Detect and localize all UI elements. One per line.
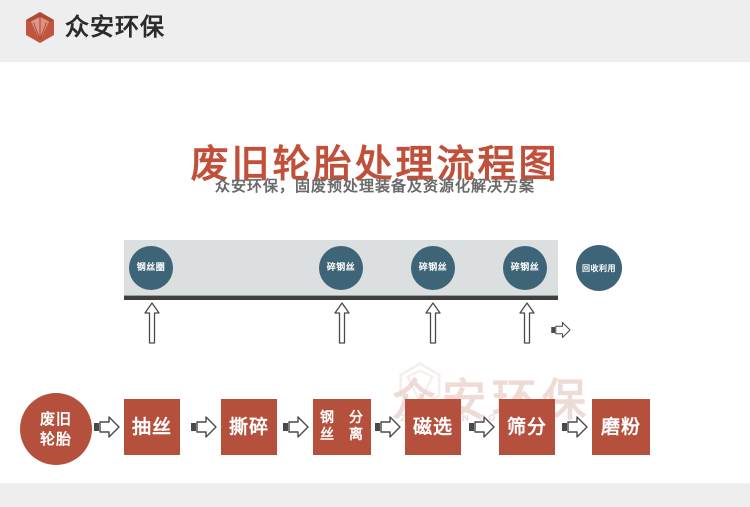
- brand-lockup: 众安环保: [24, 11, 165, 44]
- arrow-up-icon: [425, 302, 441, 344]
- process-step-label: 撕碎: [228, 415, 269, 438]
- process-step-label: 分离: [349, 410, 364, 443]
- arrow-right-icon: [562, 415, 588, 439]
- slide-canvas: 众安环保 ZHONGAN CO.,LTD 废旧轮胎处理流程图 众安环保，固废预处…: [0, 62, 750, 483]
- process-step-box-5[interactable]: 筛分: [499, 399, 555, 455]
- app-header-band: 众安环保: [0, 0, 750, 62]
- recovery-circle-1[interactable]: 钢丝圈: [129, 246, 173, 290]
- recovery-circle-label: 碎钢丝: [418, 262, 448, 273]
- process-step-label: 磁选: [412, 415, 453, 438]
- process-step-label: 抽丝: [131, 415, 172, 438]
- arrow-right-icon: [94, 415, 120, 439]
- process-start-waste-tire[interactable]: 废旧 轮胎: [20, 393, 92, 465]
- arrow-right-icon: [469, 415, 495, 439]
- arrow-right-icon: [191, 415, 217, 439]
- arrow-right-icon: [283, 415, 309, 439]
- arrow-up-icon: [334, 302, 350, 344]
- process-step-label: 筛分: [506, 415, 547, 438]
- process-step-box-2[interactable]: 撕碎: [221, 399, 277, 455]
- arrow-right-icon: [551, 321, 571, 339]
- brand-name: 众安环保: [65, 13, 165, 41]
- page-subtitle: 众安环保，固废预处理装备及资源化解决方案: [214, 177, 535, 195]
- process-step-box-4[interactable]: 磁选: [405, 399, 461, 455]
- recovery-circle-label: 钢丝圈: [136, 262, 166, 273]
- process-step-label: 磨粉: [600, 415, 641, 438]
- page-title: 废旧轮胎处理流程图: [190, 142, 560, 186]
- process-step-label: 钢丝: [320, 410, 335, 443]
- arrow-right-icon: [375, 415, 401, 439]
- recovery-band-rule: [124, 295, 558, 300]
- recovery-circle-label: 碎钢丝: [510, 262, 540, 273]
- process-start-label-line2: 轮胎: [39, 430, 72, 448]
- arrow-up-icon: [519, 302, 535, 344]
- recovery-circle-label: 碎钢丝: [326, 262, 356, 273]
- process-start-label-line1: 废旧: [39, 410, 72, 428]
- recovery-output-label: 回收利用: [582, 263, 616, 273]
- arrow-up-icon: [144, 302, 160, 344]
- process-step-box-6[interactable]: 磨粉: [592, 399, 650, 455]
- process-step-box-3[interactable]: 钢丝分离: [313, 399, 371, 455]
- recovery-circle-4[interactable]: 碎钢丝: [503, 246, 547, 290]
- recovery-circle-2[interactable]: 碎钢丝: [319, 246, 363, 290]
- process-step-box-1[interactable]: 抽丝: [124, 399, 180, 455]
- recovery-output-circle[interactable]: 回收利用: [576, 245, 622, 291]
- zhongan-diamond-logo-icon: [24, 11, 56, 44]
- app-footer-band: [0, 483, 750, 507]
- recovery-circle-3[interactable]: 碎钢丝: [411, 246, 455, 290]
